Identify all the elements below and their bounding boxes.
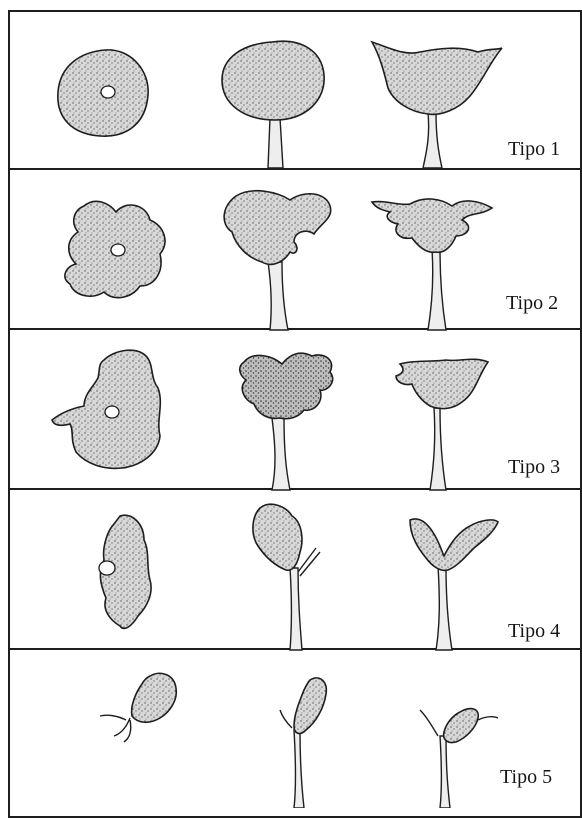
tipo-1-side-view xyxy=(222,41,324,168)
tipo-3-crown-plan-view xyxy=(52,350,160,468)
label-tipo-3: Tipo 3 xyxy=(508,456,560,479)
label-tipo-4: Tipo 4 xyxy=(508,620,560,643)
tipo-4-crown-plan-view xyxy=(99,515,151,628)
tipo-1-crown-plan-view xyxy=(58,50,148,136)
tipo-3-side-view xyxy=(240,353,333,490)
tipo-5-side-view-alternate xyxy=(420,709,498,808)
tipo-1-side-view-alternate xyxy=(372,42,502,168)
tipo-2-side-view xyxy=(224,191,331,330)
tipo-2-crown-plan-view xyxy=(65,201,165,297)
label-tipo-5: Tipo 5 xyxy=(500,766,552,789)
tipo-5-crown-plan-view xyxy=(100,673,176,742)
label-tipo-2: Tipo 2 xyxy=(506,292,558,315)
tipo-2-side-view-alternate xyxy=(372,199,492,330)
tipo-5-side-view xyxy=(280,678,326,808)
label-tipo-1: Tipo 1 xyxy=(508,138,560,161)
tipo-4-side-view xyxy=(253,504,320,650)
tipo-3-side-view-alternate xyxy=(396,359,488,490)
tipo-4-side-view-alternate xyxy=(410,519,498,650)
